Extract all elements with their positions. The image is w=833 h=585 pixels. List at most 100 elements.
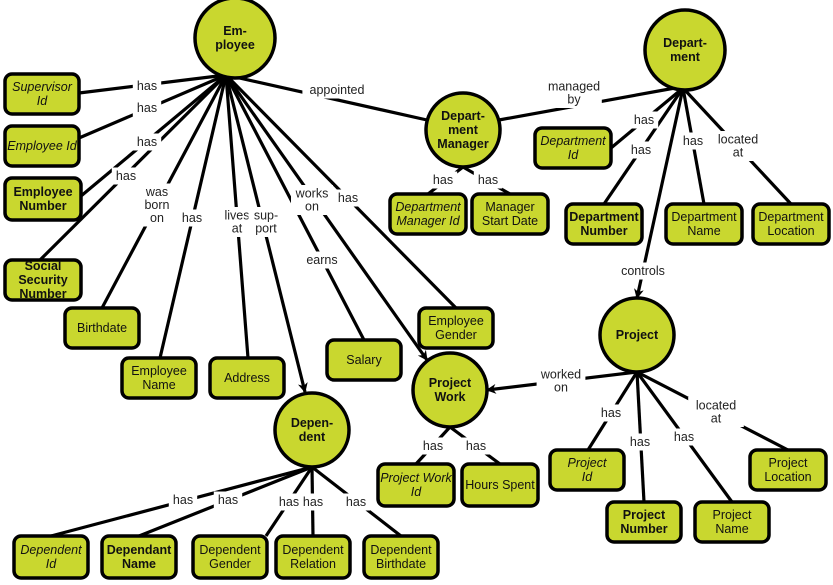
attribute-label-line: Department: [540, 134, 606, 148]
relation-label-bg: [629, 111, 659, 129]
attribute-label-line: Id: [411, 485, 422, 499]
attribute-birthdate[interactable]: Birthdate: [63, 306, 141, 350]
relation-label-line: has: [601, 406, 621, 420]
relation-label-line: has: [182, 211, 202, 225]
relation-label: earns: [306, 253, 337, 267]
attribute-label-line: Department: [569, 210, 639, 224]
attribute-box: [100, 534, 178, 580]
relation-label-line: at: [711, 412, 722, 426]
attribute-label-line: Number: [620, 522, 667, 536]
attribute-employee-id[interactable]: Employee Id: [3, 124, 81, 168]
relation-label-line: at: [733, 146, 744, 160]
relation-label-line: has: [423, 439, 443, 453]
relation-label-line: has: [218, 493, 238, 507]
entity-dependent[interactable]: Depen-dent: [273, 391, 351, 469]
entity-department[interactable]: Depart-ment: [643, 8, 727, 92]
relation-label: has: [634, 113, 654, 127]
relation-label: has: [182, 211, 202, 225]
relation-label-line: has: [346, 495, 366, 509]
relation-label-bg: [213, 491, 243, 509]
relation-label-bg: [248, 207, 284, 237]
relation-label-line: has: [433, 173, 453, 187]
attribute-box: [3, 72, 81, 116]
attribute-label-line: Employee Id: [7, 139, 78, 153]
relation-label-bg: [168, 491, 198, 509]
relation-label-line: has: [630, 435, 650, 449]
attribute-box: [417, 306, 495, 350]
attribute-box: [376, 462, 456, 508]
attribute-salary[interactable]: Salary: [325, 338, 403, 382]
relation-label-bg: [710, 131, 766, 161]
relation-label-bg: [132, 133, 162, 151]
attribute-box: [388, 192, 468, 236]
attribute-label-line: Social: [25, 259, 62, 273]
entity-employee[interactable]: Em-ployee: [193, 0, 277, 80]
entity-label: Project: [616, 328, 659, 342]
attribute-label-line: Name: [687, 224, 720, 238]
attribute-label-line: Location: [767, 224, 814, 238]
entity-label-line: Depart-: [441, 109, 485, 123]
attribute-label-line: Department: [395, 200, 461, 214]
attribute-box: [564, 202, 644, 246]
entity-project[interactable]: Project: [598, 296, 676, 374]
relation-label-bg: [341, 493, 371, 511]
attribute-label-line: Id: [46, 557, 57, 571]
attribute-address[interactable]: Address: [208, 356, 286, 400]
relation-label-line: port: [255, 222, 277, 236]
attribute-label-line: Gender: [435, 328, 477, 342]
relation-label-line: has: [116, 169, 136, 183]
relation-label-bg: [611, 262, 675, 280]
attribute-box: [460, 462, 540, 508]
entity-label: Depen-dent: [291, 416, 333, 444]
entity-circle: [273, 391, 351, 469]
attribute-label-line: Security: [18, 273, 67, 287]
relation-label-bg: [461, 437, 491, 455]
relation-label-line: has: [478, 173, 498, 187]
relation-label: has: [433, 173, 453, 187]
relation-label: has: [137, 101, 157, 115]
attribute-label-line: Dependent: [20, 543, 82, 557]
entity-circle: [424, 91, 502, 169]
relation-label-line: has: [173, 493, 193, 507]
attribute-label-line: Id: [582, 470, 593, 484]
relation-label: has: [601, 406, 621, 420]
attribute-label-line: Manager Id: [396, 214, 460, 228]
attribute-box: [191, 534, 269, 580]
attribute-label-line: Gender: [209, 557, 251, 571]
entity-label-line: ployee: [215, 38, 255, 52]
relation-label-bg: [688, 397, 744, 427]
attribute-hours-spent[interactable]: Hours Spent: [460, 462, 540, 508]
